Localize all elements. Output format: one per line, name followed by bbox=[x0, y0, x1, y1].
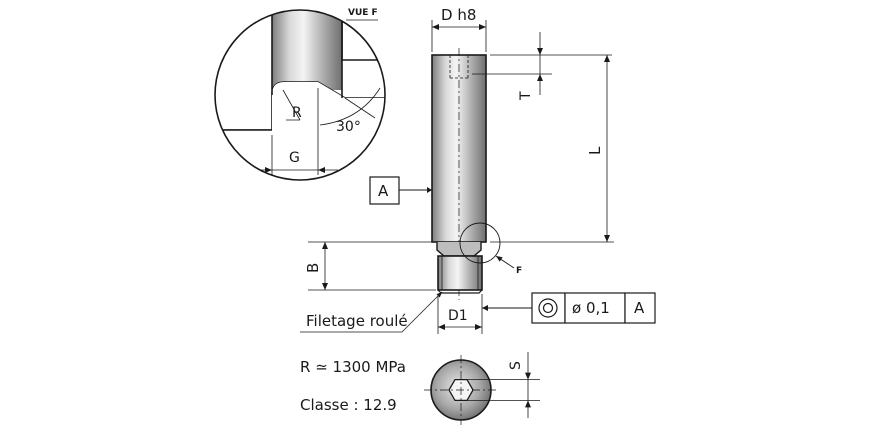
view-label: VUE F bbox=[348, 8, 378, 18]
dim-t: T bbox=[472, 32, 612, 101]
pin-thread bbox=[437, 255, 483, 291]
dim-t-label: T bbox=[518, 91, 534, 101]
strength-text: R ≃ 1300 MPa bbox=[300, 358, 406, 376]
groove-width-label: G bbox=[289, 150, 300, 166]
dim-l-label: L bbox=[586, 146, 604, 155]
detail-circle bbox=[214, 9, 386, 181]
dim-d-h8-label: D h8 bbox=[441, 6, 476, 24]
datum-a: A bbox=[369, 176, 432, 205]
detail-f-marker bbox=[459, 222, 501, 264]
detail-f-label: F bbox=[516, 266, 522, 276]
tolerance-datum: A bbox=[634, 299, 645, 317]
dim-d1-label: D1 bbox=[448, 308, 468, 324]
detail-view-f: R 30° G VUE F bbox=[214, 8, 386, 181]
concentricity-icon bbox=[538, 298, 558, 318]
dim-d1: D1 bbox=[437, 294, 483, 334]
radius-label: R bbox=[292, 105, 302, 121]
thread-callout: Filetage roulé bbox=[300, 291, 443, 333]
end-view: S bbox=[424, 352, 540, 425]
datum-a-label: A bbox=[378, 182, 389, 200]
tolerance-value: ø 0,1 bbox=[572, 299, 610, 317]
dim-s-label: S bbox=[508, 361, 524, 370]
dim-b: B bbox=[304, 241, 436, 291]
thread-label: Filetage roulé bbox=[306, 312, 408, 330]
dim-l: L bbox=[490, 55, 614, 243]
tolerance-frame: ø 0,1 A bbox=[482, 292, 656, 324]
angle-label: 30° bbox=[336, 119, 361, 135]
dim-b-label: B bbox=[304, 263, 322, 273]
class-text: Classe : 12.9 bbox=[300, 396, 397, 414]
pin-main-view: F bbox=[431, 48, 522, 300]
dim-d-h8: D h8 bbox=[431, 6, 487, 52]
